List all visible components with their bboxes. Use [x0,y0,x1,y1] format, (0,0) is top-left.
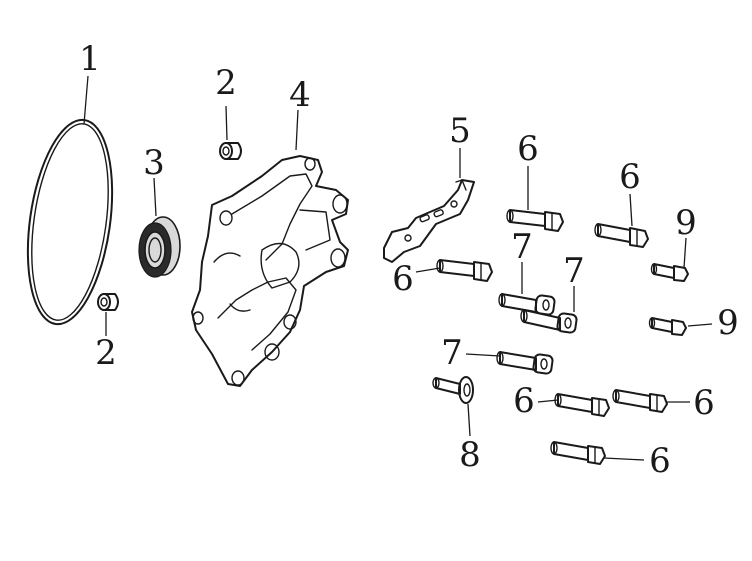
callout-6-c: 6 [392,259,414,299]
callout-6-d: 6 [513,381,535,421]
leader-lines [83,75,713,461]
callout-6-a: 6 [517,129,539,169]
callout-8: 8 [459,435,481,475]
bolt-6-e [612,389,668,413]
bolt-6-d [554,393,610,417]
callout-4: 4 [289,75,311,115]
callout-labels: 1 2 2 3 4 5 6 6 6 6 6 6 7 7 7 8 9 9 [79,39,739,481]
bolt-7-a [498,293,556,316]
bolt-6-b [594,223,649,248]
bracket-part [383,179,475,263]
callout-7-b: 7 [563,251,585,291]
oil-seal-part [138,216,181,278]
callout-9-a: 9 [675,203,697,243]
bolt-9-b [648,317,687,336]
callout-2-upper: 2 [215,63,237,103]
bolt-6-a [506,209,564,232]
callout-6-b: 6 [619,157,641,197]
bolt-6-c [436,259,493,282]
dowel-pin-upper [219,142,242,160]
cover-housing-part [191,155,349,387]
bolt-7-c [496,351,554,375]
dowel-pin-lower [97,293,119,311]
bolt-7-b [520,309,578,334]
bolt-6-f [550,441,606,465]
callout-7-c: 7 [441,333,463,373]
callout-1: 1 [79,39,101,79]
callout-9-b: 9 [717,303,739,343]
bolt-8 [432,376,474,404]
callout-7-a: 7 [511,227,533,267]
bolt-9-a [650,263,689,282]
callout-3: 3 [143,143,165,183]
callout-6-f: 6 [649,441,671,481]
callout-6-e: 6 [693,383,715,423]
callout-5: 5 [449,111,471,151]
callout-2-lower: 2 [95,333,117,373]
